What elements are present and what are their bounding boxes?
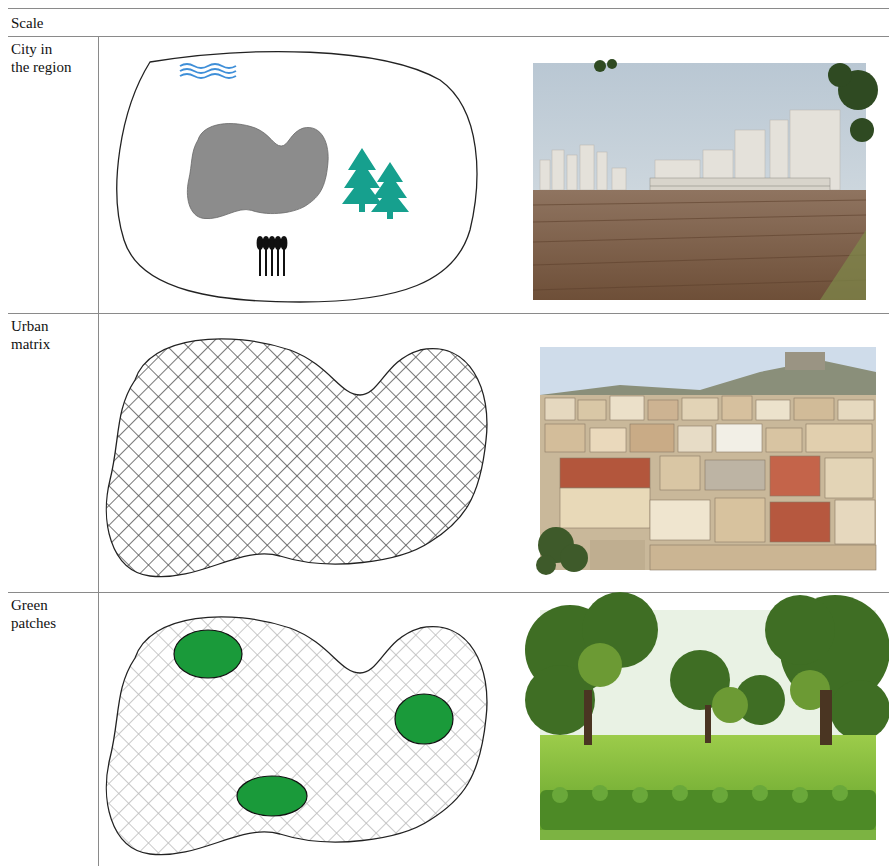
header-cell: Scale — [11, 14, 91, 32]
row-label: Urban matrix — [11, 317, 73, 353]
green-patches-schematic — [106, 617, 487, 855]
table-rules — [8, 9, 889, 866]
urban-matrix-schematic — [106, 339, 487, 577]
city-field-photo — [533, 59, 878, 300]
row-label: City in the region — [11, 40, 73, 76]
park-photo — [525, 592, 889, 840]
region-schematic — [117, 52, 477, 302]
townscape-photo — [536, 347, 876, 575]
row-label: Green patches — [11, 596, 73, 632]
